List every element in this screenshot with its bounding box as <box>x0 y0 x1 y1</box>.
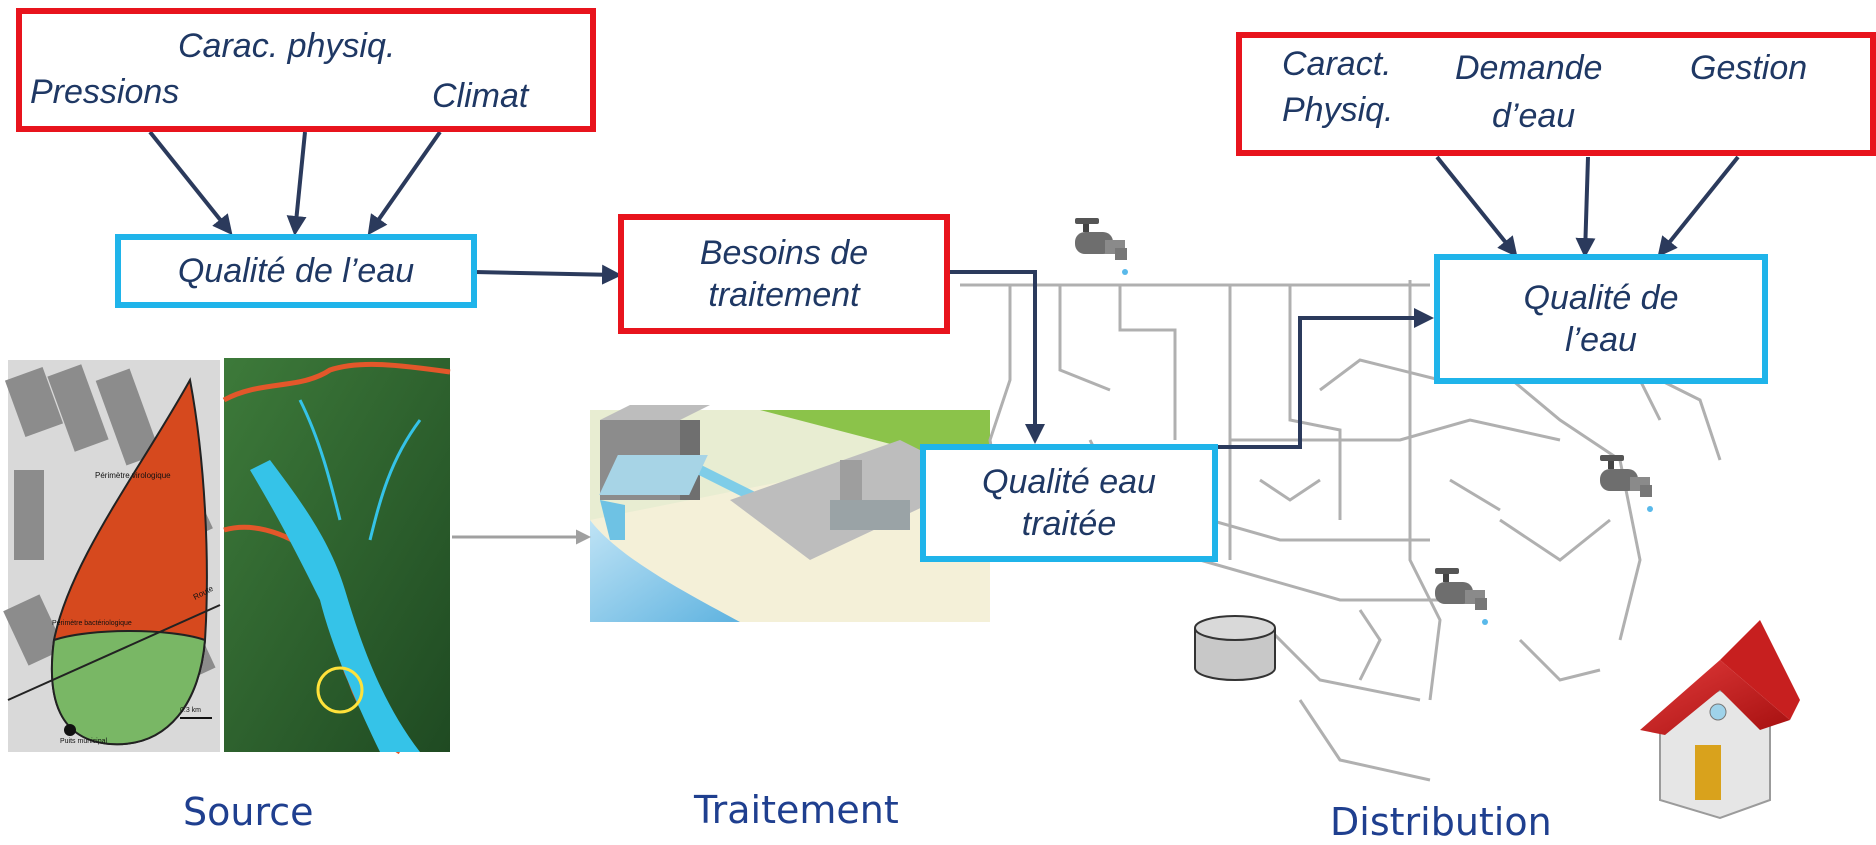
distribution-quality-line1: Qualité de <box>1523 278 1679 317</box>
arrow-pressions-to-quality <box>148 130 233 236</box>
factor-demande-line2: d’eau <box>1492 97 1576 135</box>
factor-pressions: Pressions <box>30 73 180 111</box>
reservoir-icon <box>1194 615 1276 681</box>
treatment-needs-line2: traitement <box>708 276 860 314</box>
factor-caract-physiq-line2: Physiq. <box>1282 91 1394 129</box>
faucet-icon <box>1435 568 1488 625</box>
distribution-factors-box <box>1236 32 1876 156</box>
caption-source: Source <box>183 790 314 834</box>
distribution-network-map <box>960 280 1722 782</box>
distribution-water-quality-box: Qualité de l’eau <box>1434 254 1768 384</box>
factor-caract-physiq-line1: Caract. <box>1282 45 1392 83</box>
factor-gestion: Gestion <box>1690 49 1808 87</box>
source-factors-box <box>16 8 596 132</box>
arrow-climat-to-quality <box>367 130 442 236</box>
arrow-treated-to-distribution <box>1210 308 1434 449</box>
factor-climat: Climat <box>432 77 529 115</box>
house-icon <box>1640 620 1800 820</box>
arrow-demande-to-dist-quality <box>1575 156 1596 258</box>
treatment-needs-box: Besoins de traitement <box>618 214 950 334</box>
arrow-physiq-to-quality <box>286 131 307 236</box>
map-label-scale: 0.3 km <box>180 707 201 714</box>
arrow-quality-to-needs <box>474 264 622 285</box>
watershed-terrain-image <box>222 358 451 755</box>
treated-water-line2: traitée <box>1021 505 1117 543</box>
factor-carac-physiq: Carac. physiq. <box>178 27 396 65</box>
caption-distribution: Distribution <box>1330 800 1552 844</box>
source-water-quality-label: Qualité de l’eau <box>177 251 415 290</box>
map-label-bacteriologique: Périmètre bactériologique <box>52 620 132 627</box>
faucet-icon <box>1600 455 1653 512</box>
protection-perimeter-map: Périmètre virologique Périmètre bactério… <box>3 360 221 752</box>
treated-water-quality-box: Qualité eau traitée <box>920 444 1218 562</box>
treated-water-line1: Qualité eau <box>982 462 1156 501</box>
distribution-quality-line2: l’eau <box>1565 321 1637 359</box>
treatment-needs-line1: Besoins de <box>699 233 869 272</box>
map-label-virologique: Périmètre virologique <box>95 471 171 480</box>
arrow-gestion-to-dist-quality <box>1657 155 1740 258</box>
map-label-puits: Puits municipal <box>60 738 108 745</box>
caption-traitement: Traitement <box>694 788 899 832</box>
factor-demande-line1: Demande <box>1455 49 1603 87</box>
faucet-icon <box>1075 218 1128 275</box>
arrow-needs-to-treated <box>946 270 1045 444</box>
arrow-caract-to-dist-quality <box>1435 155 1518 258</box>
source-water-quality-box: Qualité de l’eau <box>115 234 477 308</box>
